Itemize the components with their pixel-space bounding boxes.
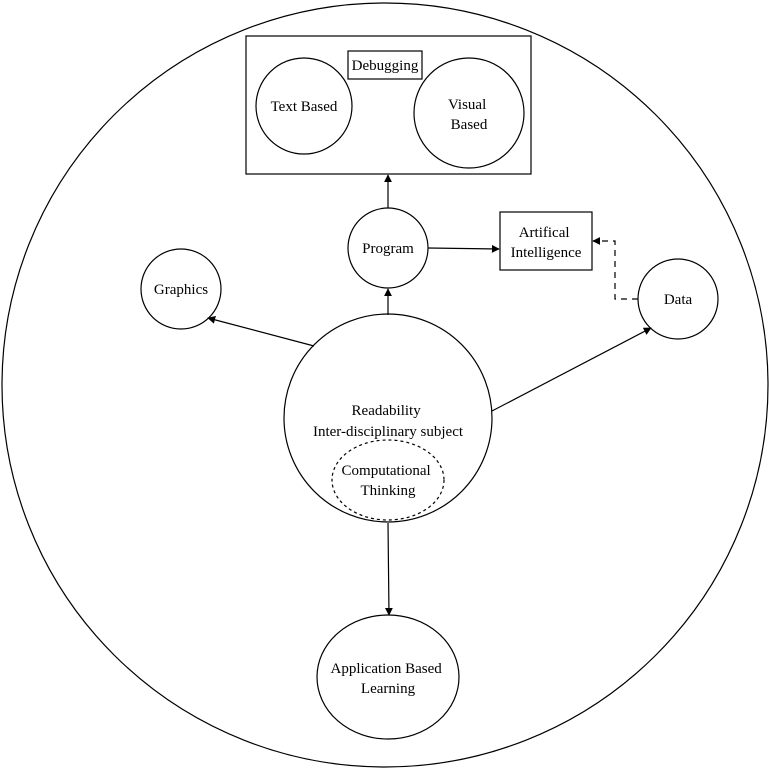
application-based-learning-node bbox=[316, 614, 460, 740]
arrow-center-to-application bbox=[384, 522, 393, 616]
ai-line-1: Artifical bbox=[519, 225, 570, 241]
center-label: Readability Inter-disciplinary subject bbox=[313, 403, 464, 440]
dashed-arrow-data-to-ai bbox=[592, 237, 638, 300]
visual-based-label: Visual Based bbox=[448, 97, 490, 133]
graphics-node bbox=[140, 248, 222, 330]
program-label: Program bbox=[362, 241, 414, 257]
arrow-center-to-graphics bbox=[207, 315, 315, 347]
graphics-label: Graphics bbox=[154, 282, 208, 298]
application-line-1: Application Based bbox=[331, 661, 443, 677]
application-line-2: Learning bbox=[361, 681, 416, 697]
computational-line-2: Thinking bbox=[361, 483, 416, 499]
arrow-program-to-ai bbox=[427, 244, 500, 253]
center-line-interdisciplinary: Inter-disciplinary subject bbox=[313, 424, 464, 440]
computational-line-1: Computational bbox=[342, 463, 431, 479]
data-label: Data bbox=[664, 292, 693, 308]
debugging-box bbox=[245, 35, 532, 175]
visual-based-node bbox=[413, 57, 525, 169]
computational-thinking-label: Computational Thinking bbox=[342, 463, 435, 499]
visual-based-line-2: Based bbox=[451, 117, 488, 133]
debugging-label: Debugging bbox=[352, 58, 419, 74]
application-based-learning-label: Application Based Learning bbox=[331, 661, 446, 697]
arrow-center-to-data bbox=[491, 327, 652, 412]
visual-based-line-1: Visual bbox=[448, 97, 486, 113]
center-line-readability: Readability bbox=[352, 403, 422, 419]
text-based-label: Text Based bbox=[271, 99, 338, 115]
computational-thinking-node bbox=[331, 439, 445, 521]
artificial-intelligence-node bbox=[499, 211, 593, 271]
artificial-intelligence-label: Artifical Intelligence bbox=[511, 225, 582, 261]
debugging-label-box bbox=[347, 50, 423, 80]
text-based-node bbox=[255, 57, 353, 155]
ai-line-2: Intelligence bbox=[511, 245, 582, 261]
